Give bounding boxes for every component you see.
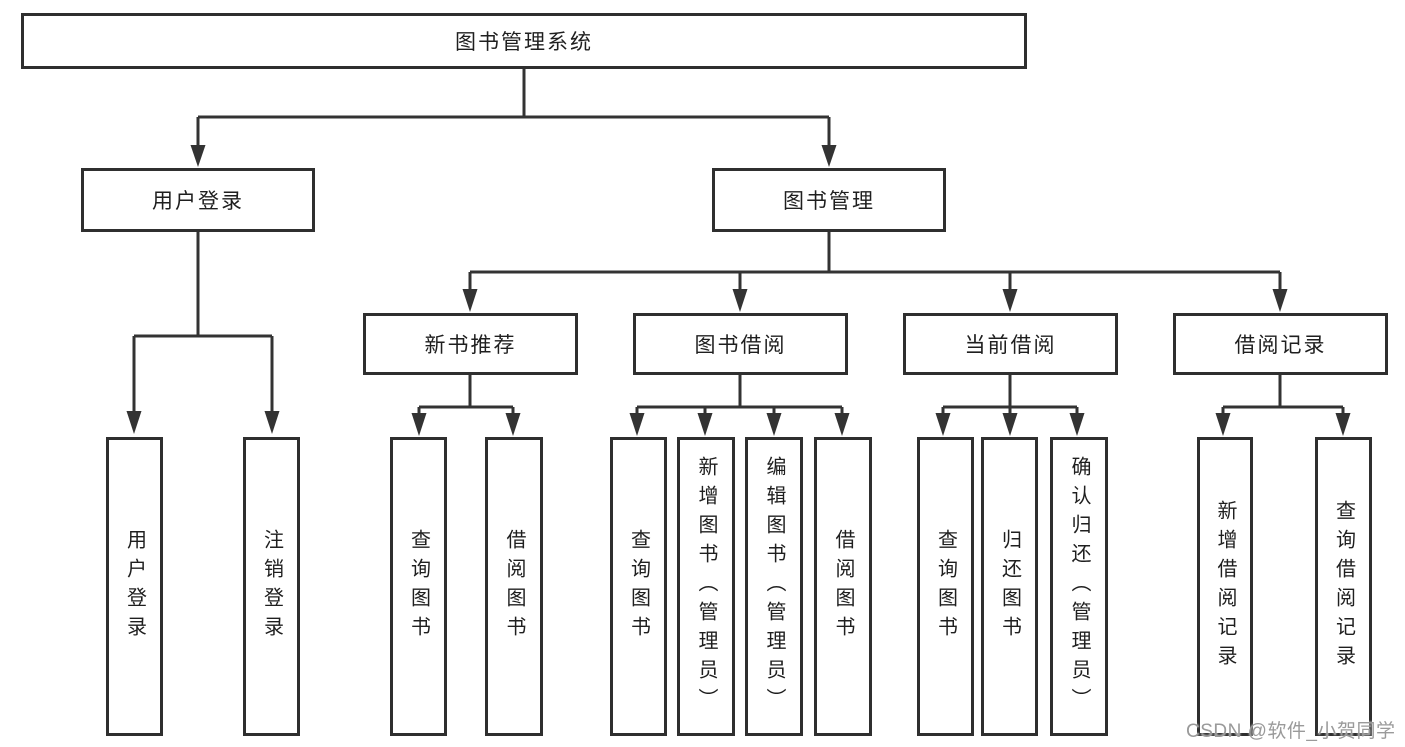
leaf-add-borrow-record: 新增借阅记录 [1197,437,1253,736]
arrowhead [1069,413,1085,436]
arrowhead [629,413,645,436]
arrowhead [697,413,713,436]
node-label: 新增借阅记录 [1214,499,1236,674]
node-book-borrowing: 图书借阅 [633,313,848,375]
arrowhead [264,411,280,434]
node-label: 图书管理 [783,190,875,213]
node-label: 注销登录 [260,528,283,645]
node-book-management: 图书管理 [712,168,946,232]
node-library-management-system: 图书管理系统 [21,13,1027,69]
node-label: 当前借阅 [964,334,1057,357]
arrowhead [411,413,427,436]
node-label: 借阅图书 [832,528,854,645]
edge-book-management-split [462,232,1288,312]
csdn-watermark: CSDN @软件_小贺同学 [1186,721,1396,742]
edge-root-split [190,69,837,167]
node-borrowing-records: 借阅记录 [1173,313,1388,375]
leaf-query-books-current: 查询图书 [917,437,974,736]
arrowhead [1272,289,1288,312]
node-label: 新增图书（管理员） [695,456,717,717]
leaf-logout: 注销登录 [243,437,300,736]
node-label: 图书管理系统 [455,31,593,54]
leaf-confirm-return-admin: 确认归还（管理员） [1050,437,1108,736]
arrowhead [462,289,478,312]
node-label: 新书推荐 [424,334,517,357]
edge-book-borrowing-split [629,375,850,436]
edge-user-login-split [126,232,280,434]
node-label: 查询图书 [407,528,430,645]
leaf-user-login: 用户登录 [106,437,163,736]
arrowhead [1215,413,1231,436]
leaf-query-borrow-record: 查询借阅记录 [1315,437,1372,736]
node-new-book-recommend: 新书推荐 [363,313,578,375]
node-label: 用户登录 [123,528,146,645]
arrowhead [126,411,142,434]
node-label: 借阅图书 [503,528,525,645]
arrowhead [1002,289,1018,312]
edge-new-book-recommend-split [411,375,521,436]
arrowhead [732,289,748,312]
arrowhead [1335,413,1351,436]
arrowhead [766,413,782,436]
node-current-borrowing: 当前借阅 [903,313,1118,375]
node-label: 查询图书 [627,528,650,645]
arrowhead [935,413,951,436]
arrowhead [505,413,521,436]
node-label: 图书借阅 [694,334,787,357]
arrowhead [834,413,850,436]
node-label: 查询借阅记录 [1332,499,1355,674]
edge-borrowing-records-split [1215,375,1351,436]
leaf-return-book: 归还图书 [981,437,1038,736]
leaf-add-book-admin: 新增图书（管理员） [677,437,735,736]
node-label: 用户登录 [152,190,244,213]
leaf-borrow-books: 借阅图书 [814,437,872,736]
leaf-query-books-recommend: 查询图书 [390,437,447,736]
node-label: 借阅记录 [1234,334,1327,357]
edge-current-borrowing-split [935,375,1085,436]
arrowhead [190,145,206,167]
node-user-login: 用户登录 [81,168,315,232]
leaf-borrow-books-recommend: 借阅图书 [485,437,543,736]
arrowhead [1002,413,1018,436]
node-label: 编辑图书（管理员） [763,456,785,717]
arrowhead [821,145,837,167]
node-label: 归还图书 [998,528,1021,645]
node-label: 查询图书 [934,528,957,645]
leaf-edit-book-admin: 编辑图书（管理员） [745,437,803,736]
leaf-query-books-borrowing: 查询图书 [610,437,667,736]
node-label: 确认归还（管理员） [1068,456,1090,717]
